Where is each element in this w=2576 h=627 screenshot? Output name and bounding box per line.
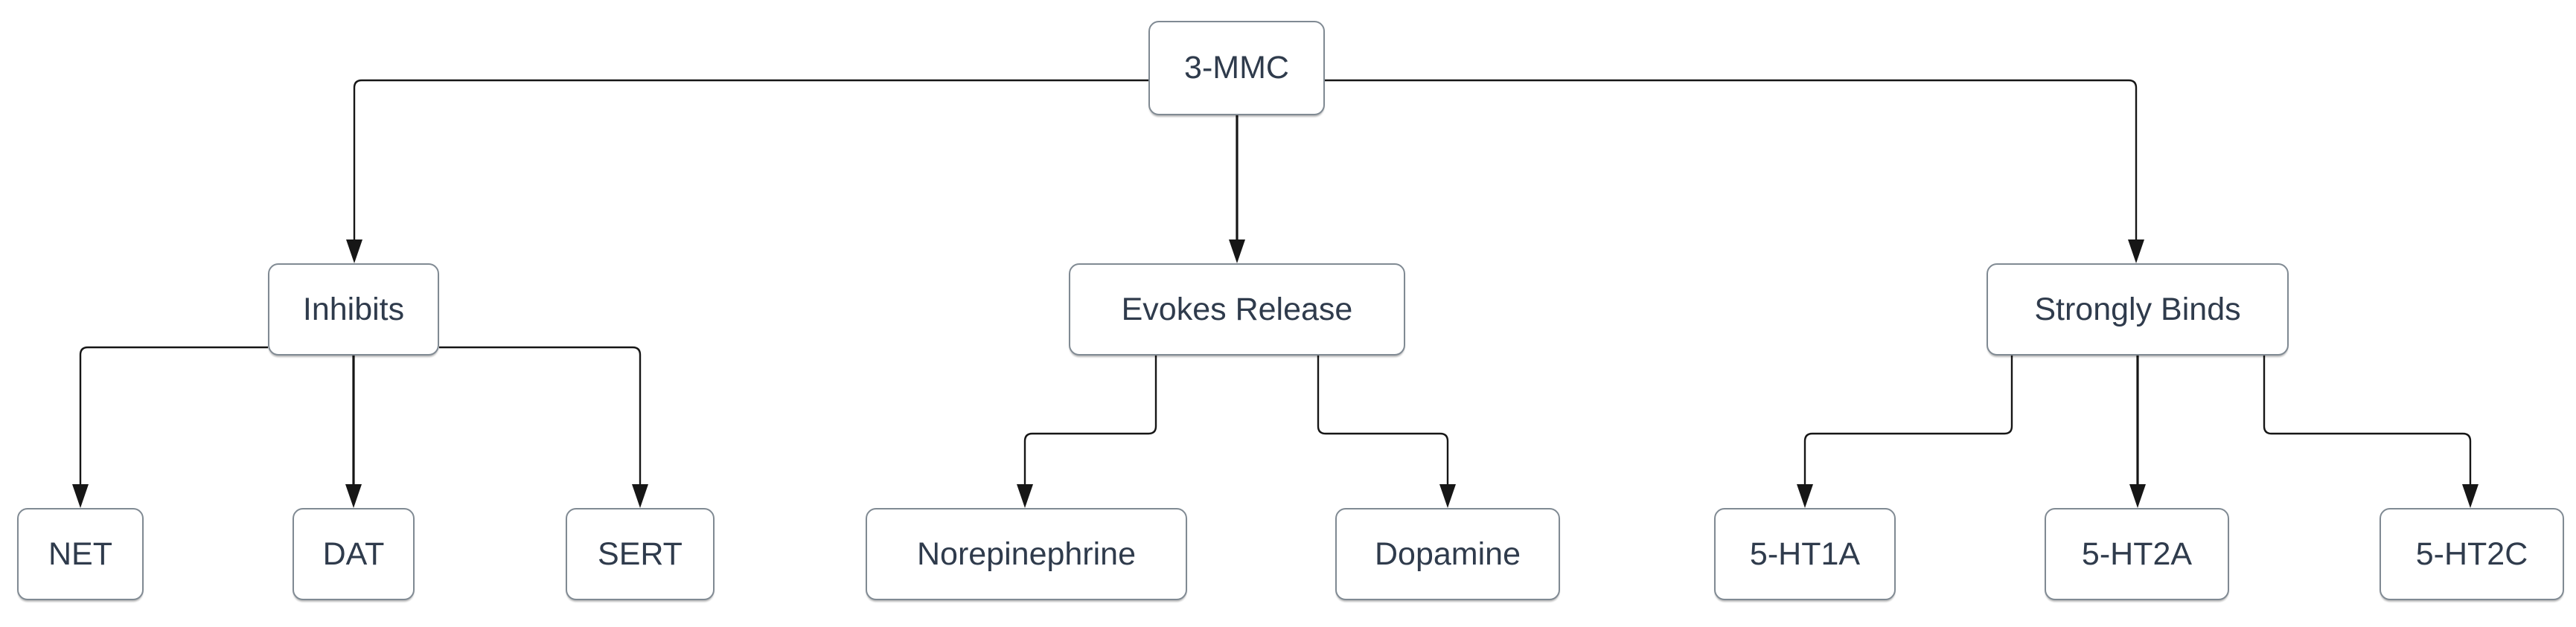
node-norepinephrine: Norepinephrine: [866, 508, 1187, 600]
node-dopamine-label: Dopamine: [1375, 536, 1521, 572]
arrowhead-evokes-release-dopamine: [1439, 484, 1456, 508]
node-5ht2a: 5-HT2A: [2045, 508, 2229, 600]
node-inhibits-label: Inhibits: [302, 291, 405, 327]
arrowhead-strongly-binds-5ht2a: [2129, 484, 2146, 508]
node-dat-label: DAT: [322, 536, 385, 572]
connector-evokes-release-dopamine: [1317, 356, 1449, 484]
node-dopamine: Dopamine: [1335, 508, 1560, 600]
connector-inhibits-net: [79, 346, 268, 484]
node-5ht1a-label: 5-HT1A: [1749, 536, 1861, 572]
node-sert: SERT: [566, 508, 715, 600]
node-strongly-binds: Strongly Binds: [1987, 263, 2289, 356]
arrowhead-root-inhibits: [346, 239, 362, 263]
node-evokes-release: Evokes Release: [1069, 263, 1405, 356]
node-evokes-release-label: Evokes Release: [1121, 291, 1353, 327]
connector-strongly-binds-5ht1a: [1803, 356, 2013, 484]
arrowhead-evokes-release-norepinephrine: [1017, 484, 1033, 508]
node-net: NET: [17, 508, 144, 600]
arrowhead-root-evokes-release: [1229, 239, 1245, 263]
node-5ht2a-label: 5-HT2A: [2081, 536, 2193, 572]
arrowhead-strongly-binds-5ht1a: [1797, 484, 1813, 508]
connector-strongly-binds-5ht2c: [2263, 356, 2472, 484]
node-strongly-binds-label: Strongly Binds: [2034, 291, 2241, 327]
connector-evokes-release-norepinephrine: [1023, 356, 1157, 484]
node-5ht2c: 5-HT2C: [2380, 508, 2564, 600]
connector-inhibits-sert: [439, 346, 642, 484]
node-net-label: NET: [48, 536, 112, 572]
node-sert-label: SERT: [598, 536, 683, 572]
arrowhead-inhibits-sert: [632, 484, 648, 508]
arrowhead-inhibits-dat: [345, 484, 362, 508]
connector-root-strongly-binds: [1325, 79, 2138, 239]
arrowhead-inhibits-net: [72, 484, 89, 508]
arrowhead-root-strongly-binds: [2128, 239, 2144, 263]
node-3-mmc: 3-MMC: [1148, 21, 1325, 115]
node-5ht2c-label: 5-HT2C: [2415, 536, 2528, 572]
node-5ht1a: 5-HT1A: [1714, 508, 1896, 600]
node-dat: DAT: [293, 508, 415, 600]
arrowhead-strongly-binds-5ht2c: [2462, 484, 2478, 508]
node-norepinephrine-label: Norepinephrine: [916, 536, 1137, 572]
connector-root-inhibits: [353, 79, 1148, 239]
node-inhibits: Inhibits: [268, 263, 439, 356]
node-3-mmc-label: 3-MMC: [1184, 50, 1289, 86]
